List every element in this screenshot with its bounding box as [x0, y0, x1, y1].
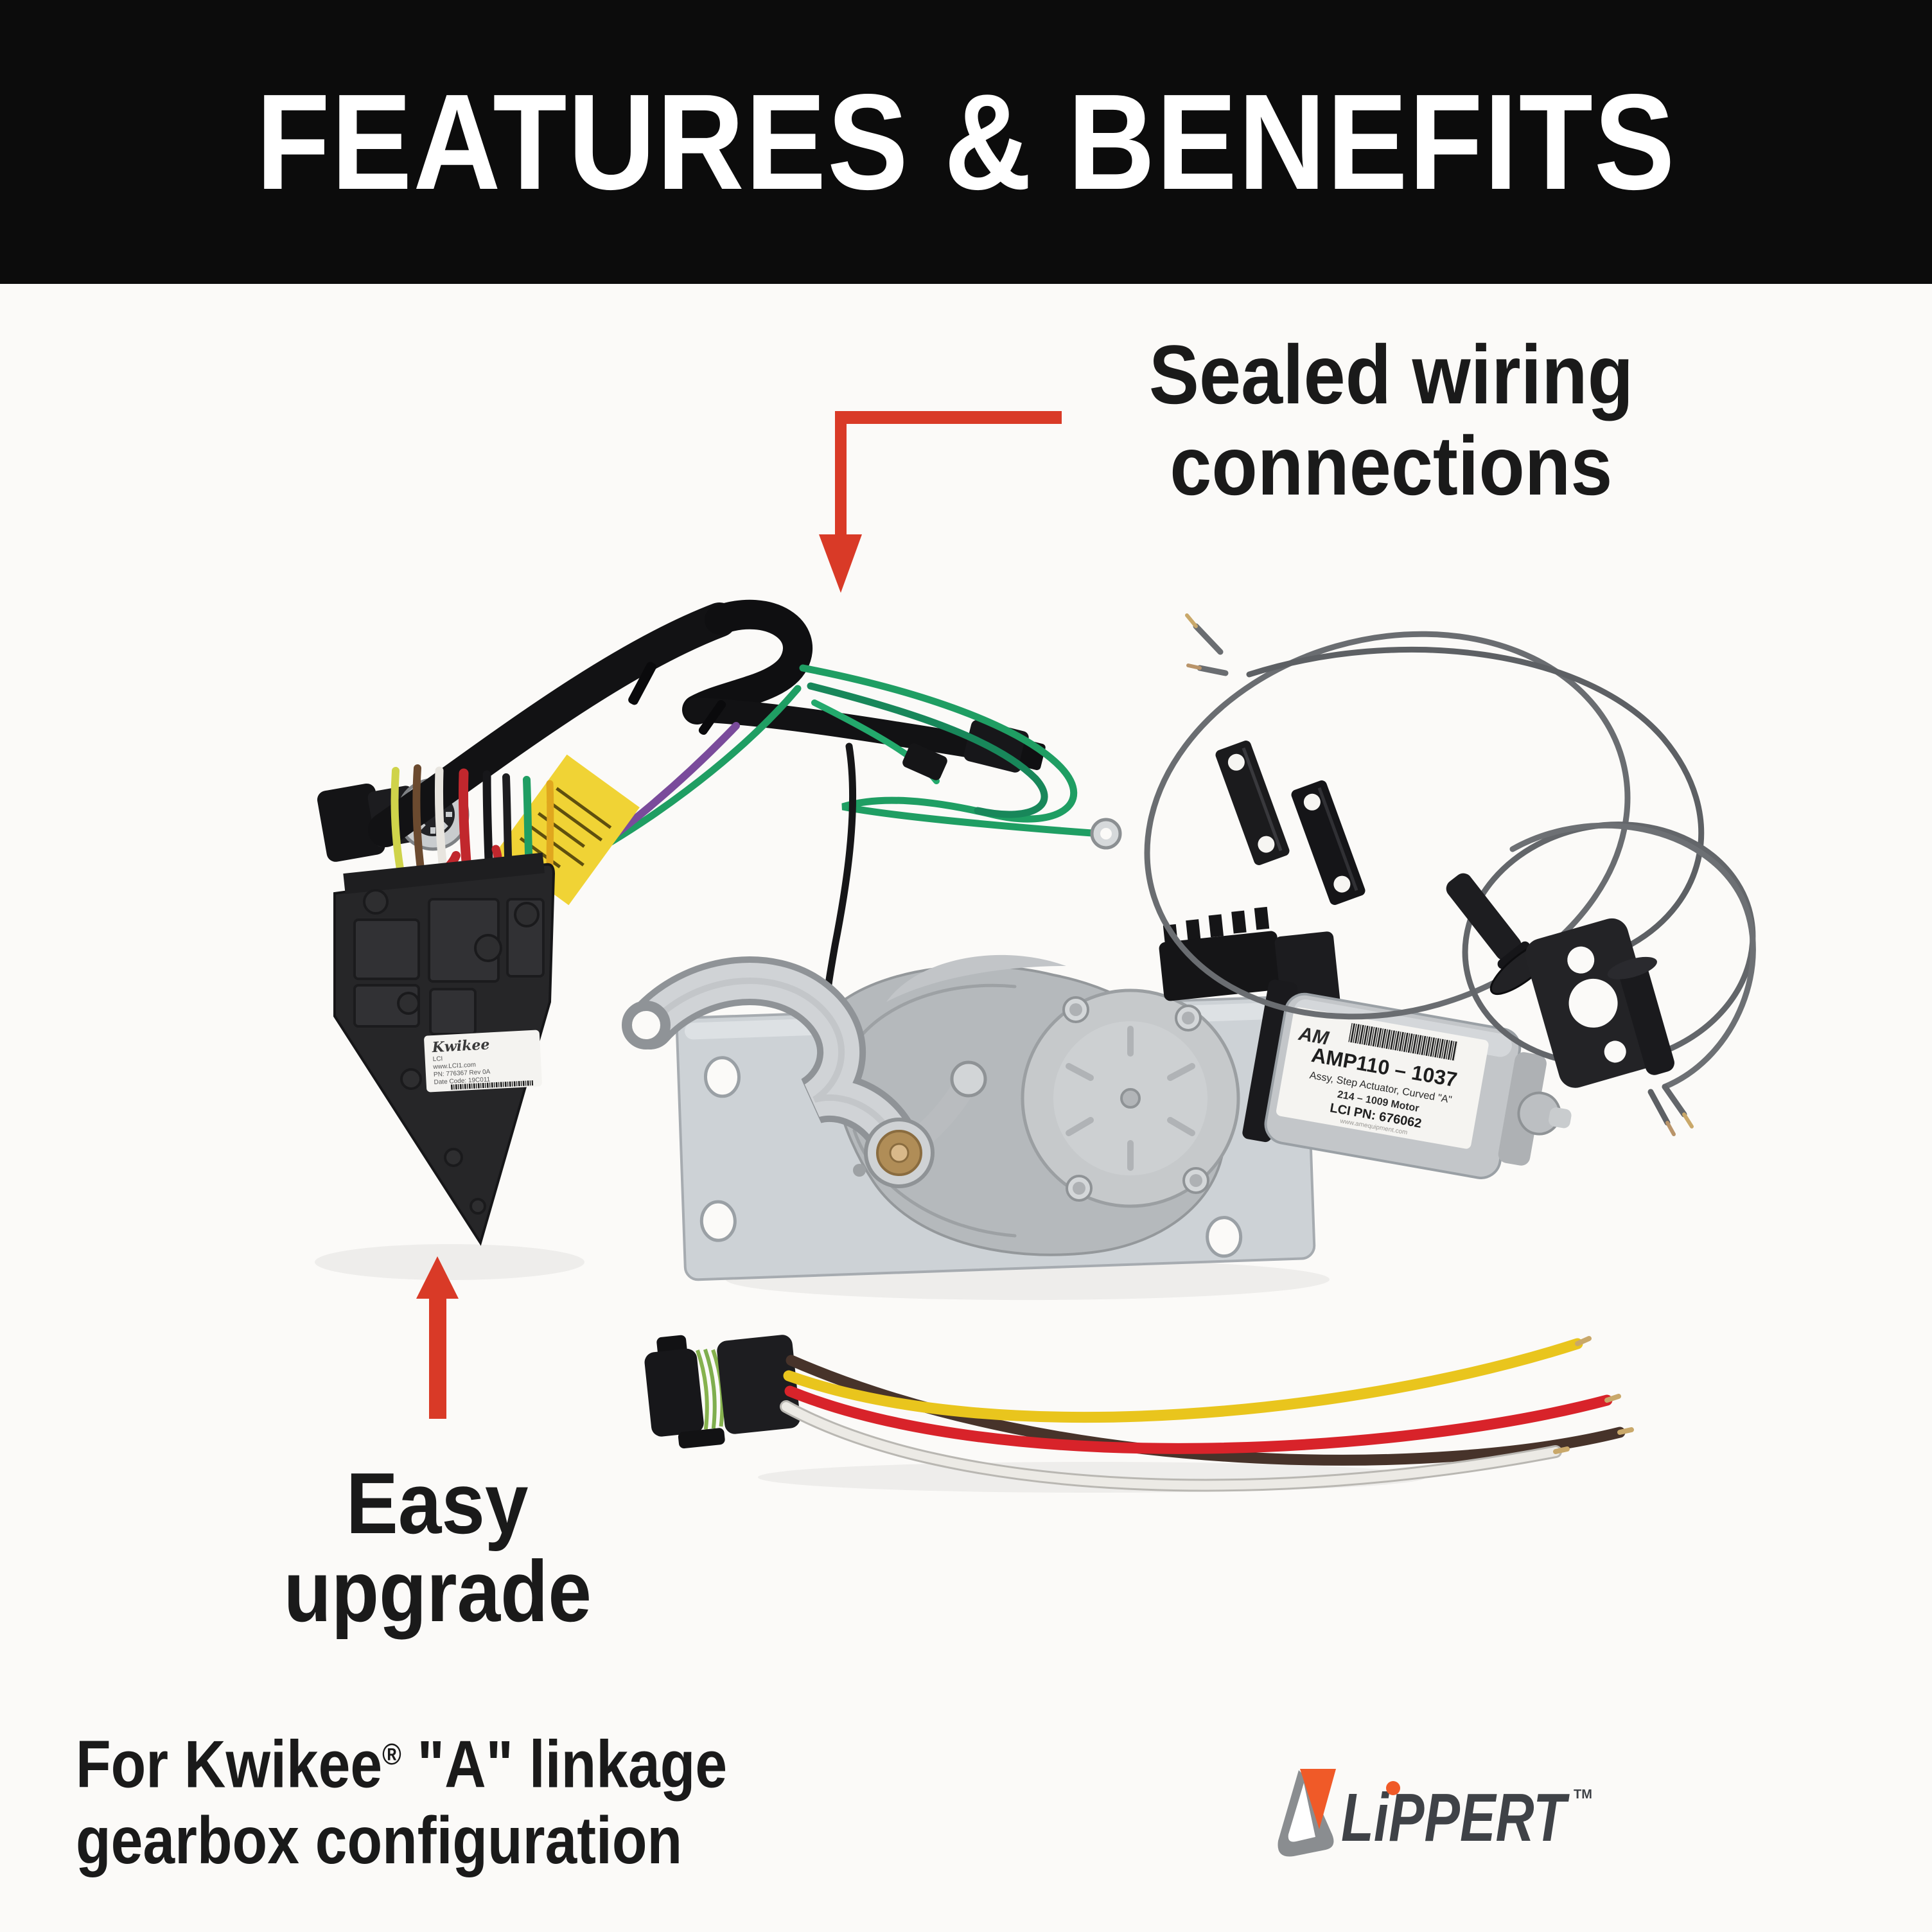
module-label-part-number: PN: 776367 Rev 0A: [434, 1068, 491, 1078]
note-line1-pre: For Kwikee: [76, 1727, 383, 1802]
module-label-website: www.LCI1.com: [432, 1062, 476, 1071]
rear-plunger: [1607, 956, 1674, 1075]
page-title: FEATURES & BENEFITS: [256, 66, 1676, 218]
module-label: Kwikee LCI www.LCI1.com PN: 776367 Rev 0…: [424, 1030, 542, 1093]
lippert-i-dot-icon: [1386, 1781, 1400, 1795]
step-motor-assembly-photo: AM AMP110 – 1037 Assy, Step Actuator, Cu…: [622, 906, 1572, 1281]
magnetic-switch-kit-photo: [1144, 613, 1705, 1020]
callout-easy-line1: Easy: [346, 1455, 529, 1552]
magnetic-switch: [1291, 780, 1366, 905]
module-label-brand: Kwikee: [431, 1036, 490, 1056]
callout-sealed-line1: Sealed wiring: [1148, 328, 1634, 421]
barcode-graphic: [1348, 1023, 1458, 1061]
lippert-emblem-icon: [1278, 1769, 1336, 1857]
pigtail-connector-photo: [644, 1335, 1634, 1492]
barcode-graphic: [450, 1080, 534, 1090]
lippert-logo: LiPPERT TM: [1278, 1769, 1592, 1857]
cover-bolts: [1062, 996, 1209, 1202]
header-bar: FEATURES & BENEFITS: [0, 0, 1932, 284]
module-label-company: LCI: [432, 1055, 443, 1063]
red-elbow-arrow-icon: [819, 411, 1062, 593]
callout-easy-upgrade: Easy upgrade: [245, 1459, 630, 1635]
cover-slots: [1066, 1026, 1195, 1171]
module-compartments: [353, 898, 545, 1035]
registered-mark: ®: [382, 1737, 401, 1771]
note-line2: gearbox configuration: [76, 1803, 683, 1878]
trademark-symbol: TM: [1574, 1787, 1592, 1802]
plunger-switch-photo: [1446, 821, 1756, 1136]
configuration-note: For Kwikee® "A" linkage gearbox configur…: [76, 1716, 833, 1879]
motor-label: AM AMP110 – 1037 Assy, Step Actuator, Cu…: [1276, 1007, 1489, 1149]
callout-sealed-wiring: Sealed wiring connections: [1070, 329, 1712, 511]
motor-cylinder: AM AMP110 – 1037 Assy, Step Actuator, Cu…: [1242, 979, 1572, 1179]
magnetic-switch: [1215, 741, 1290, 865]
control-module-photo: Kwikee LCI www.LCI1.com PN: 776367 Rev 0…: [333, 852, 556, 1246]
red-up-arrow-icon: [416, 1256, 459, 1419]
stripped-wire-tips: [1553, 1336, 1634, 1454]
callout-sealed-line2: connections: [1170, 419, 1613, 513]
note-line1-post: "A" linkage: [401, 1727, 728, 1802]
callout-easy-line2: upgrade: [283, 1543, 592, 1640]
lippert-wordmark: LiPPERT: [1341, 1780, 1570, 1856]
